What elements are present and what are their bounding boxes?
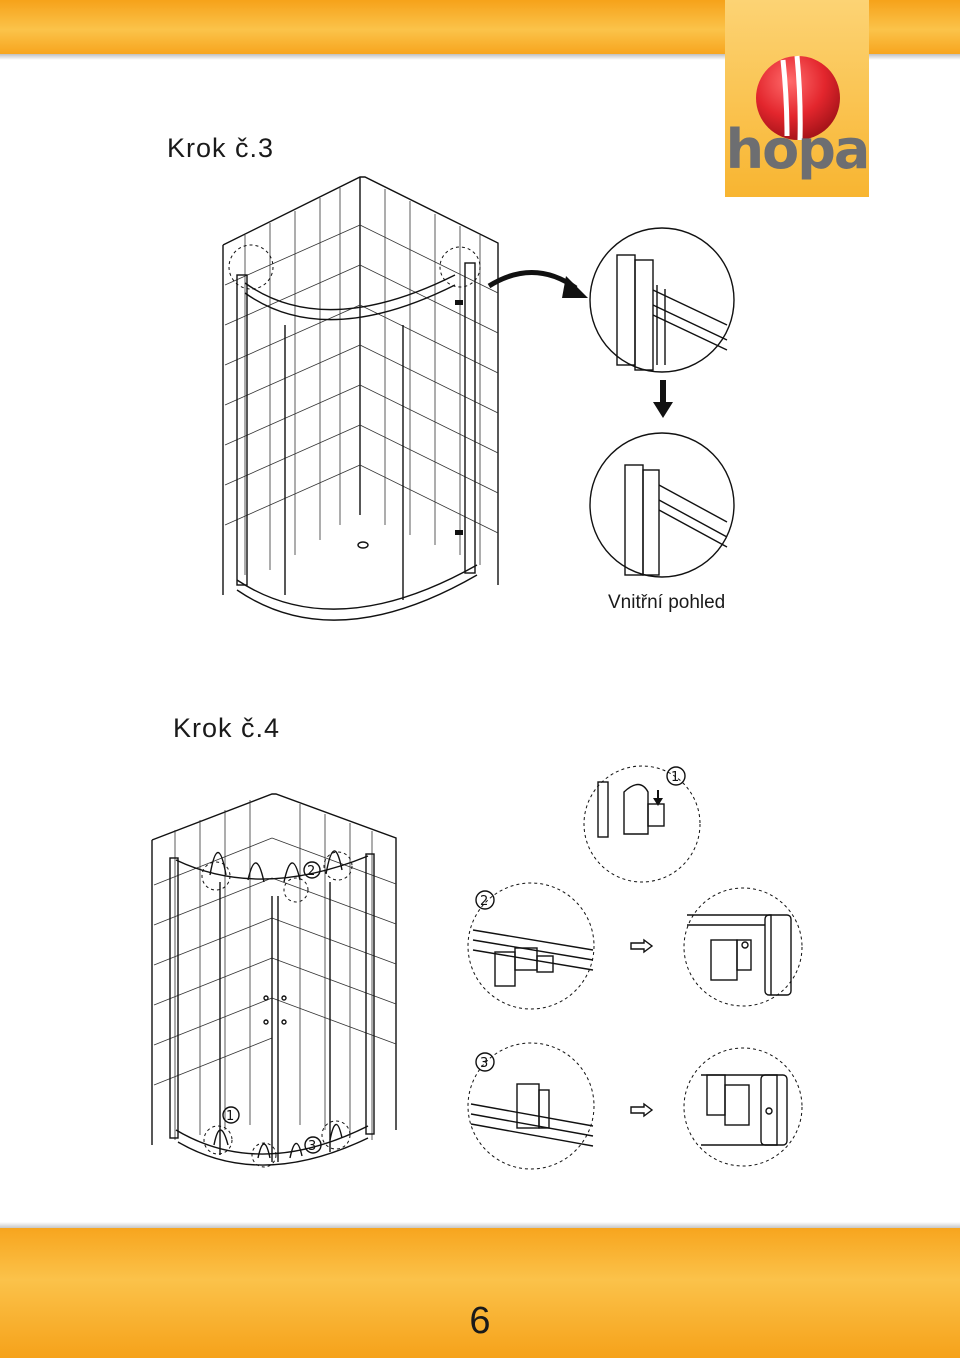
step4-title: Krok č.4 [173,713,281,743]
step3-down-arrow-icon [653,380,673,418]
detail-3-arrow-icon [630,1102,654,1118]
detail-3-number: 3 [480,1056,488,1071]
step3-arrow-icon [487,270,588,298]
inner-view-caption: Vnitřní pohled [608,592,726,613]
header-shadow [0,54,960,60]
brand-name: hopa [725,118,871,181]
step4-enclosure-illustration: 2 1 3 [151,793,397,1168]
step4-marker-1-bottom: 1 [226,1109,234,1124]
step3-detail-before [589,227,735,373]
page-number: 6 [469,1300,491,1342]
step4-detail-3-result [683,1047,803,1167]
footer-shadow [0,1222,960,1228]
detail-2-number: 2 [480,894,488,909]
step4-detail-3: 3 [467,1042,595,1170]
step4-detail-1: 1 [583,765,701,883]
step3-enclosure-illustration [222,176,499,621]
step4-detail-2: 2 [467,882,595,1010]
detail-2-arrow-icon [630,938,654,954]
step3-detail-after [589,432,735,578]
step4-detail-2-result [683,887,803,1007]
detail-1-number: 1 [671,770,679,785]
logo-ball-icon [756,55,840,141]
step4-marker-2-top: 2 [307,864,315,879]
brand-logo: hopa [725,0,871,197]
step4-marker-3-bottom: 3 [308,1139,316,1154]
step3-title: Krok č.3 [167,133,275,163]
footer-band [0,1228,960,1358]
